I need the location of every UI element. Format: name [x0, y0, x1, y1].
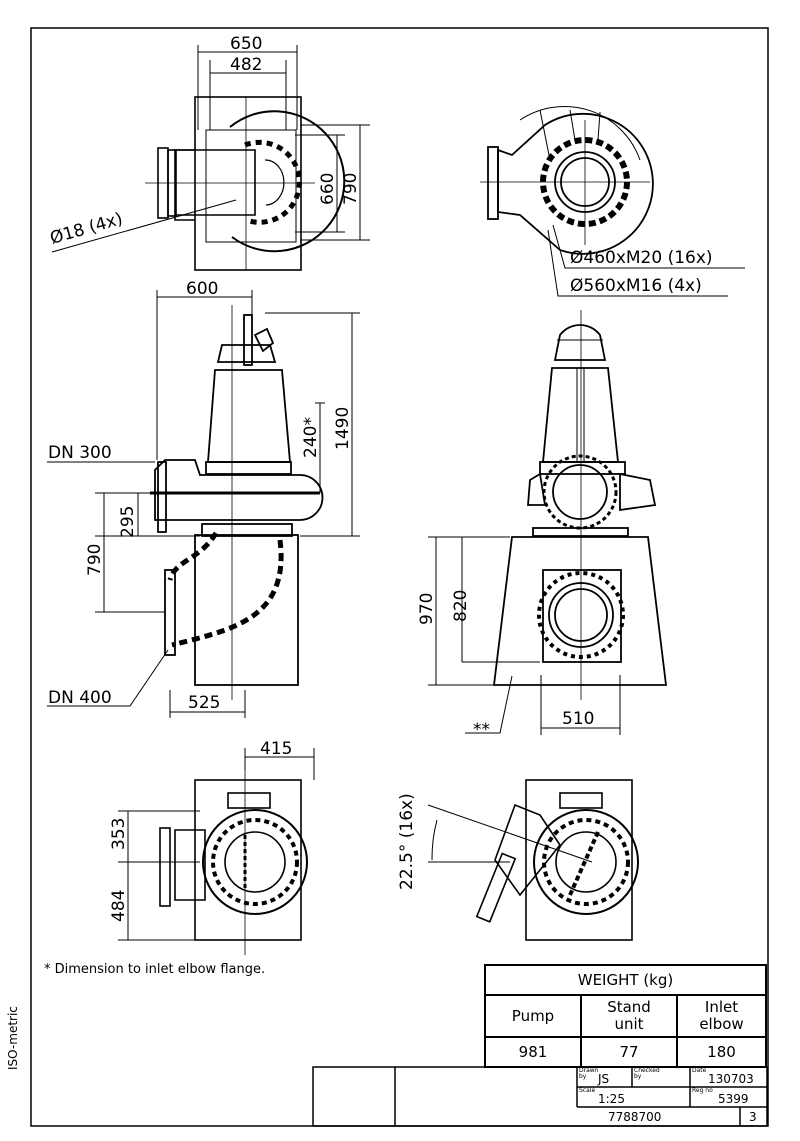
date-label: Date — [692, 1067, 707, 1074]
weight-header-elbow: Inlet elbow — [676, 994, 767, 1038]
scale-value: 1:25 — [598, 1092, 625, 1106]
top-plan-dimensions — [51, 45, 370, 253]
drawn-by-value: JS — [598, 1072, 610, 1086]
bottom-right-view — [475, 779, 639, 941]
dim-flange-560: Ø560xM16 (4x) — [570, 276, 702, 296]
bottom-left-view — [159, 760, 308, 955]
bottom-left-dimensions — [118, 748, 315, 941]
dim-650: 650 — [230, 34, 262, 54]
dim-790-side: 790 — [85, 544, 105, 576]
label-dn300: DN 300 — [48, 443, 112, 463]
dim-angle-22-5: 22.5° (16x) — [397, 793, 417, 890]
top-elbow-dimensions — [547, 224, 745, 297]
reg-no-label: Reg no — [692, 1087, 713, 1094]
weight-table: WEIGHT (kg) Pump Stand unit Inlet elbow … — [484, 964, 767, 1068]
top-elbow-view — [480, 106, 654, 255]
dimension-note: * Dimension to inlet elbow flange. — [44, 962, 266, 977]
weight-header-stand: Stand unit — [580, 994, 678, 1038]
dim-510: 510 — [562, 709, 594, 729]
weight-table-title: WEIGHT (kg) — [484, 964, 767, 996]
front-dimensions — [428, 536, 621, 735]
sheet-number: 3 — [749, 1110, 757, 1124]
dim-353: 353 — [109, 818, 129, 850]
mark-double-star: ** — [473, 720, 490, 740]
dim-600: 600 — [186, 279, 218, 299]
side-dimensions — [47, 290, 360, 718]
date-value: 130703 — [708, 1072, 754, 1086]
dim-415: 415 — [260, 739, 292, 759]
scale-label: Scale — [579, 1087, 596, 1094]
top-plan-view — [145, 96, 346, 271]
dim-482: 482 — [230, 55, 262, 75]
weight-value-elbow: 180 — [676, 1036, 767, 1068]
dim-970: 970 — [417, 593, 437, 625]
reg-no-value: 5399 — [718, 1092, 749, 1106]
dim-240: 240* — [301, 417, 321, 458]
checked-by-label: Checked by — [634, 1067, 660, 1080]
bottom-right-dimensions — [427, 804, 593, 863]
dim-525: 525 — [188, 693, 220, 713]
label-dn400: DN 400 — [48, 688, 112, 708]
side-view — [150, 305, 324, 700]
drawing-number: 7788700 — [608, 1110, 662, 1124]
dim-484: 484 — [109, 890, 129, 922]
dim-790-top: 790 — [341, 173, 361, 205]
weight-value-pump: 981 — [484, 1036, 582, 1068]
dim-295: 295 — [118, 506, 138, 538]
dim-flange-460: Ø460xM20 (16x) — [570, 248, 713, 268]
dim-820: 820 — [451, 590, 471, 622]
front-view — [492, 310, 668, 700]
dim-660: 660 — [318, 173, 338, 205]
dim-1490: 1490 — [333, 407, 353, 450]
weight-header-pump: Pump — [484, 994, 582, 1038]
weight-value-stand: 77 — [580, 1036, 678, 1068]
drawn-by-label: Drawn by — [579, 1067, 599, 1080]
